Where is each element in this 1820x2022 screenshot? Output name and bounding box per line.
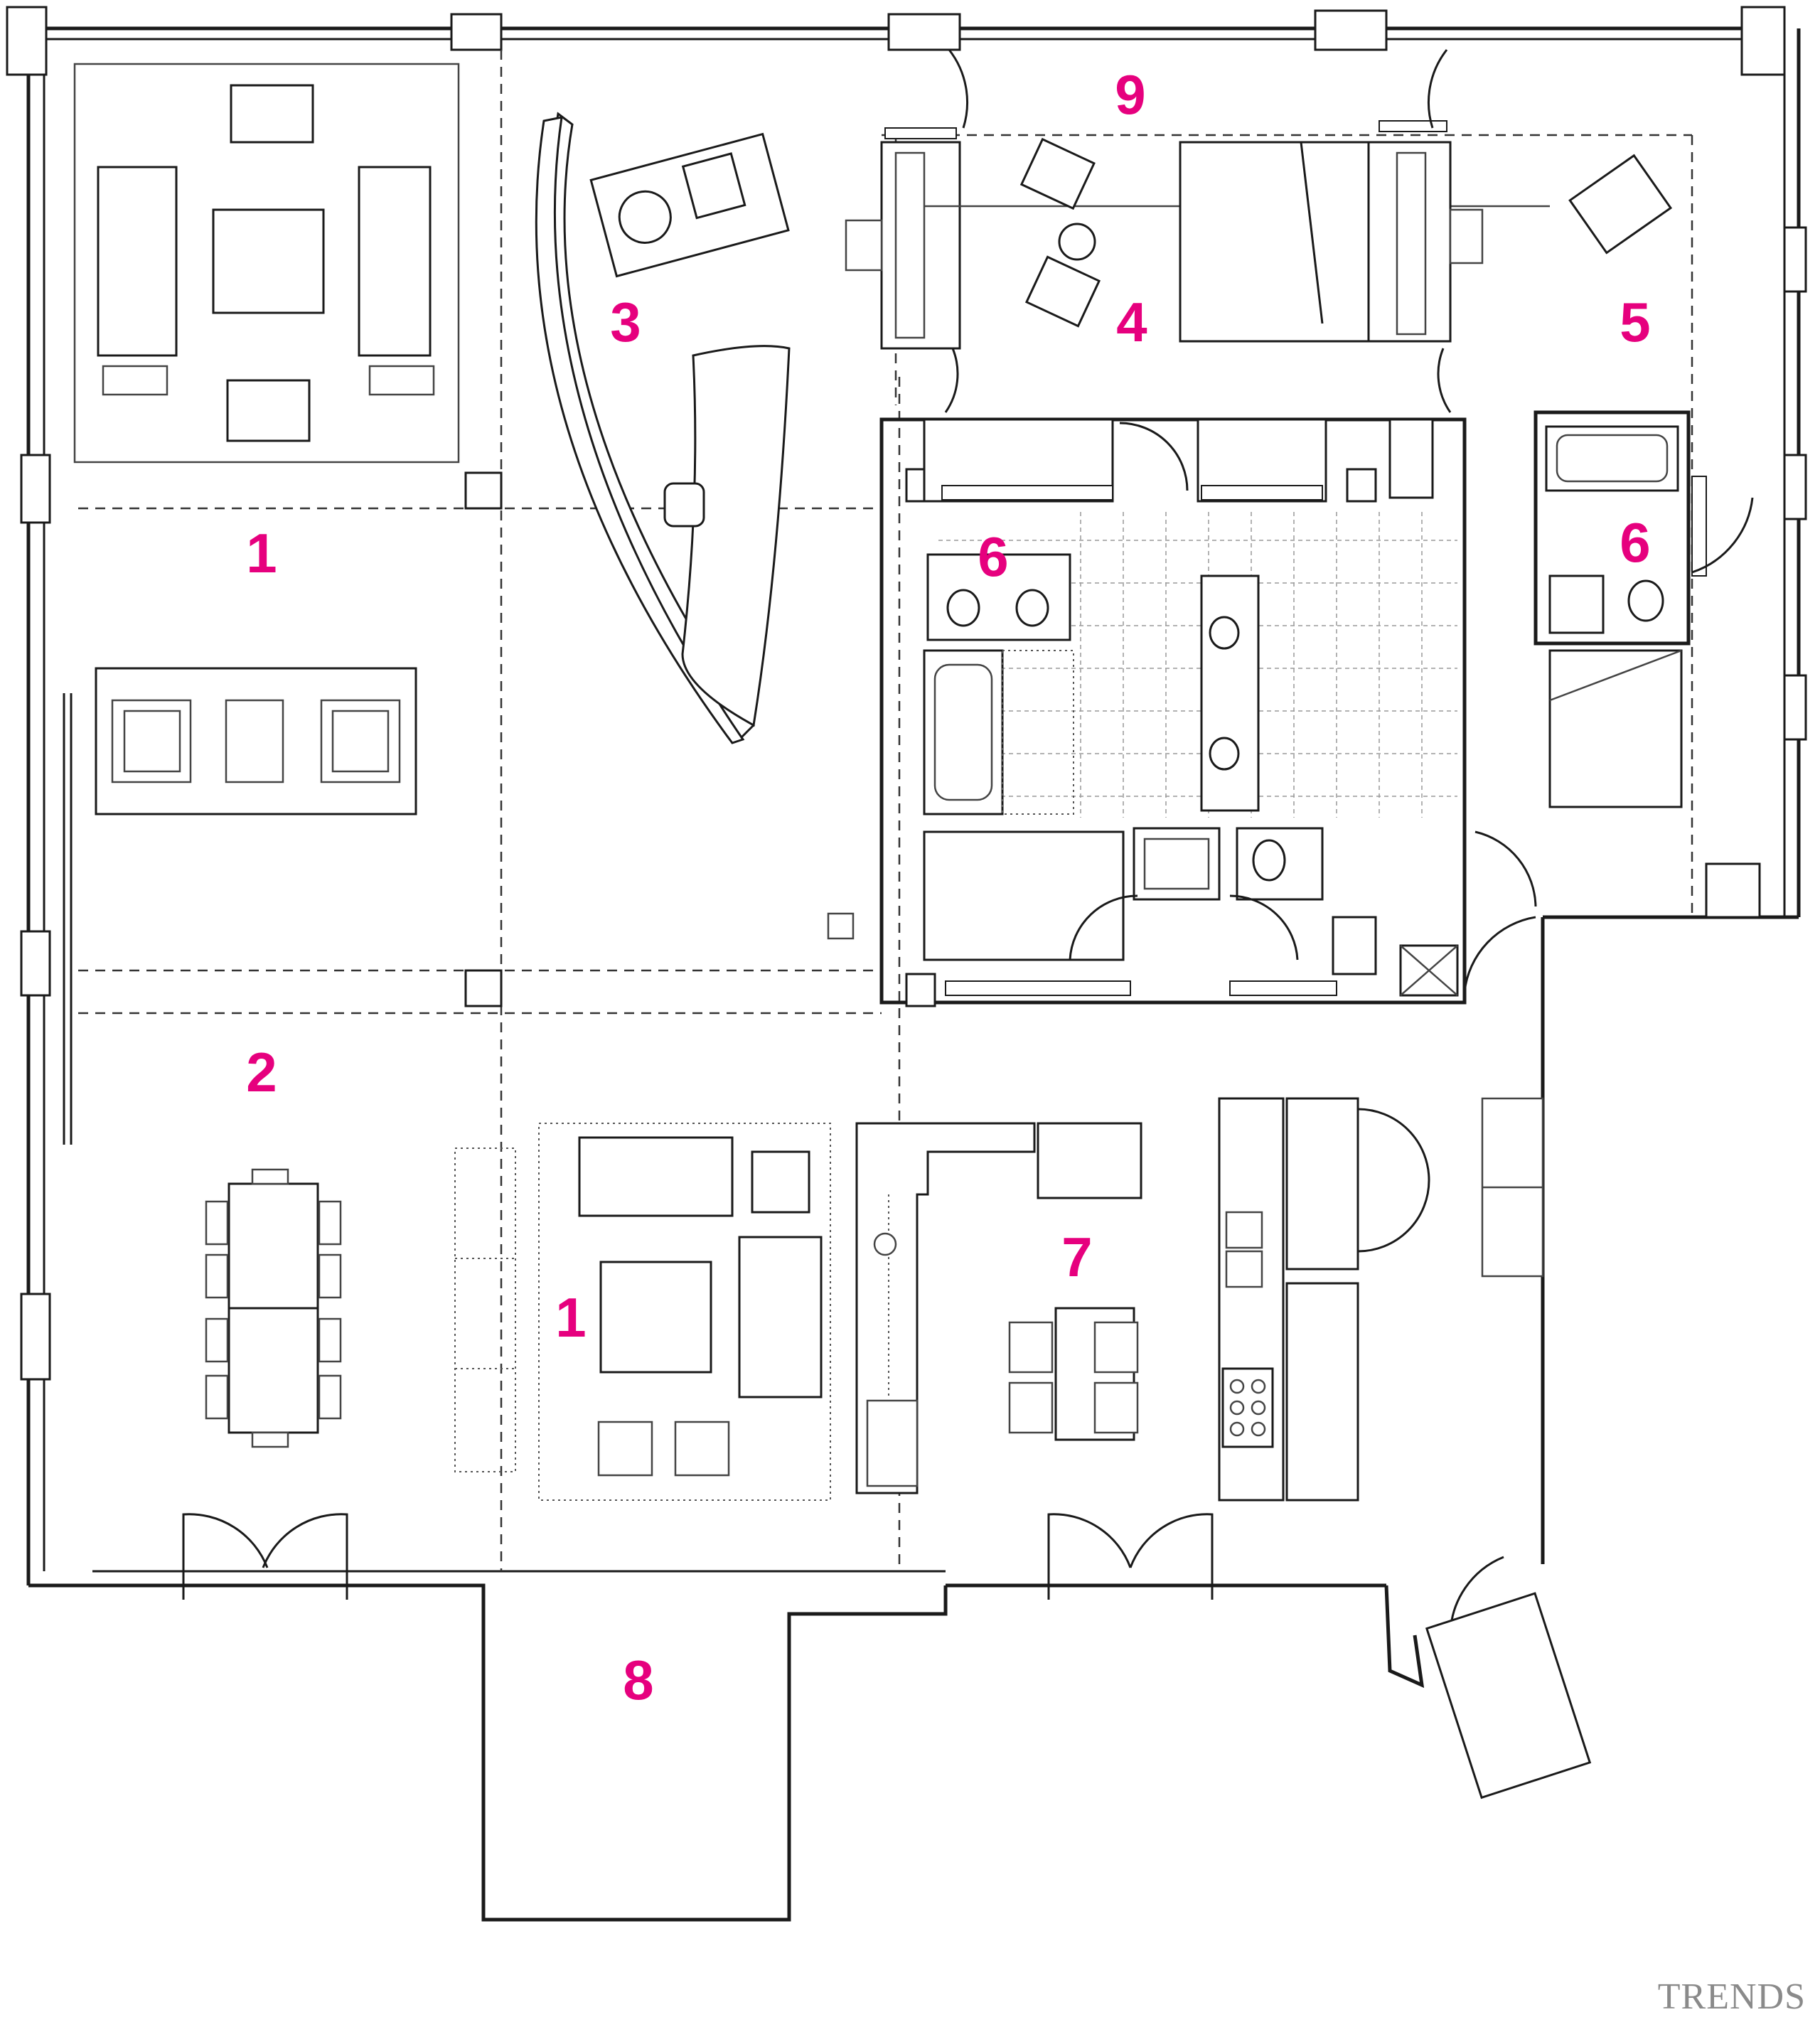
room-label-6-left: 6 — [978, 525, 1008, 588]
bedroom-furniture — [845, 120, 1673, 350]
room-label-4: 4 — [1116, 291, 1147, 353]
room-label-1-bottom: 1 — [555, 1286, 586, 1349]
room-label-1-top: 1 — [246, 522, 277, 584]
living-furniture-bottom — [538, 1123, 831, 1501]
brand-watermark: TRENDS — [1658, 1976, 1806, 2017]
room-label-6-right: 6 — [1620, 511, 1650, 574]
doors — [182, 49, 1754, 1636]
room-label-8: 8 — [623, 1649, 653, 1711]
kitchen-furniture — [855, 1097, 1544, 1502]
dining-table — [205, 1168, 342, 1448]
lounge-furniture-top — [73, 63, 460, 464]
room-label-3: 3 — [610, 291, 641, 353]
sideboard — [454, 1148, 516, 1472]
ensuite-bathroom — [1533, 410, 1761, 919]
terrace-outline — [441, 1583, 1592, 1922]
bathroom-core — [879, 417, 1467, 1007]
media-unit — [95, 667, 417, 815]
room-labels: 1 2 1 3 4 5 6 6 7 8 9 — [246, 63, 1650, 1711]
room-label-9: 9 — [1115, 63, 1145, 126]
room-label-2: 2 — [246, 1041, 277, 1103]
room-label-5: 5 — [1620, 291, 1650, 353]
study-furniture — [535, 112, 791, 744]
outer-walls — [6, 6, 1807, 1588]
room-label-7: 7 — [1061, 1226, 1092, 1288]
